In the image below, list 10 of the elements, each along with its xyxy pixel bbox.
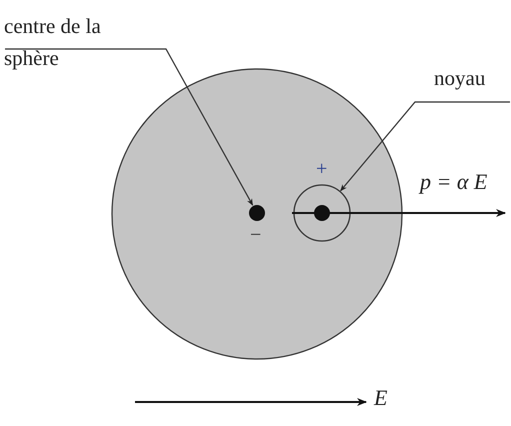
- math-label: p = α E: [420, 170, 488, 194]
- leader-line: [5, 48, 254, 206]
- leader-line: [340, 101, 510, 192]
- charge-sign: −: [250, 224, 262, 246]
- math-label: E: [374, 386, 388, 410]
- label-text: noyau: [434, 62, 511, 94]
- nucleus-symbol: [293, 184, 351, 242]
- label-text: centre de la sphère: [4, 10, 104, 74]
- charge-sign: +: [316, 158, 328, 180]
- centre-dot: [249, 205, 265, 221]
